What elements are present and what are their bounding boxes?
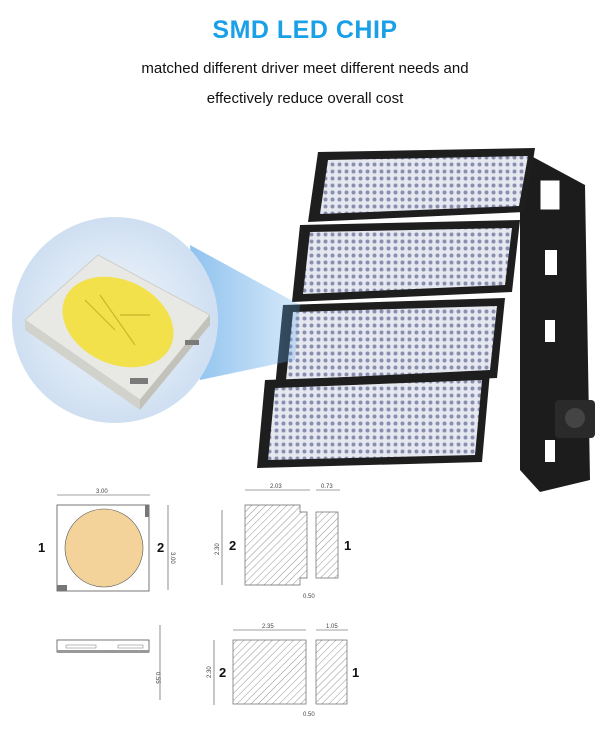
subtitle-line-1: matched different driver meet different …: [141, 60, 469, 77]
pad-top-pin-right: 1: [344, 538, 351, 553]
chip-top-view-drawing: 3.00 3.00 1 2: [38, 489, 175, 592]
top-view-pin-right: 2: [157, 540, 164, 555]
pad-top-gap-label: 0.50: [303, 594, 315, 600]
pad-bottom-pin-right: 1: [352, 665, 359, 680]
pad-bottom-left-width-label: 2.35: [262, 624, 274, 630]
pad-layout-bottom-drawing: 2.35 1.05 2.30 0.50 2 1: [207, 624, 359, 718]
top-view-pin-left: 1: [38, 540, 45, 555]
led-module-3: [275, 298, 505, 388]
led-module-4: [257, 372, 490, 468]
pad-bottom-right-width-label: 1.05: [326, 624, 338, 630]
side-view-height-label: 0.55: [154, 672, 160, 684]
chip-side-view-drawing: 0.55: [56, 625, 161, 700]
pad-bottom-pin-left: 2: [219, 665, 226, 680]
pad-layout-top-drawing: 2.03 0.73 2.30 0.50 2 1: [215, 484, 351, 600]
pad-top-left-width-label: 2.03: [270, 484, 282, 490]
pad-top-pin-left: 2: [229, 538, 236, 553]
page-title: SMD LED CHIP: [212, 16, 398, 44]
top-view-height-label: 3.00: [169, 552, 175, 564]
zoom-beam: [190, 245, 300, 380]
pad-top-height-label: 2.30: [215, 543, 221, 555]
chip-zoom-circle: [12, 217, 218, 423]
led-module-1: [308, 148, 535, 222]
subtitle-line-2: effectively reduce overall cost: [206, 90, 404, 107]
pad-top-right-width-label: 0.73: [321, 484, 333, 490]
led-module-2: [292, 220, 520, 302]
pad-bottom-gap-label: 0.50: [303, 712, 315, 718]
floodlight-fixture: [257, 148, 595, 492]
pad-bottom-height-label: 2.30: [207, 666, 213, 678]
top-view-width-label: 3.00: [96, 489, 108, 495]
